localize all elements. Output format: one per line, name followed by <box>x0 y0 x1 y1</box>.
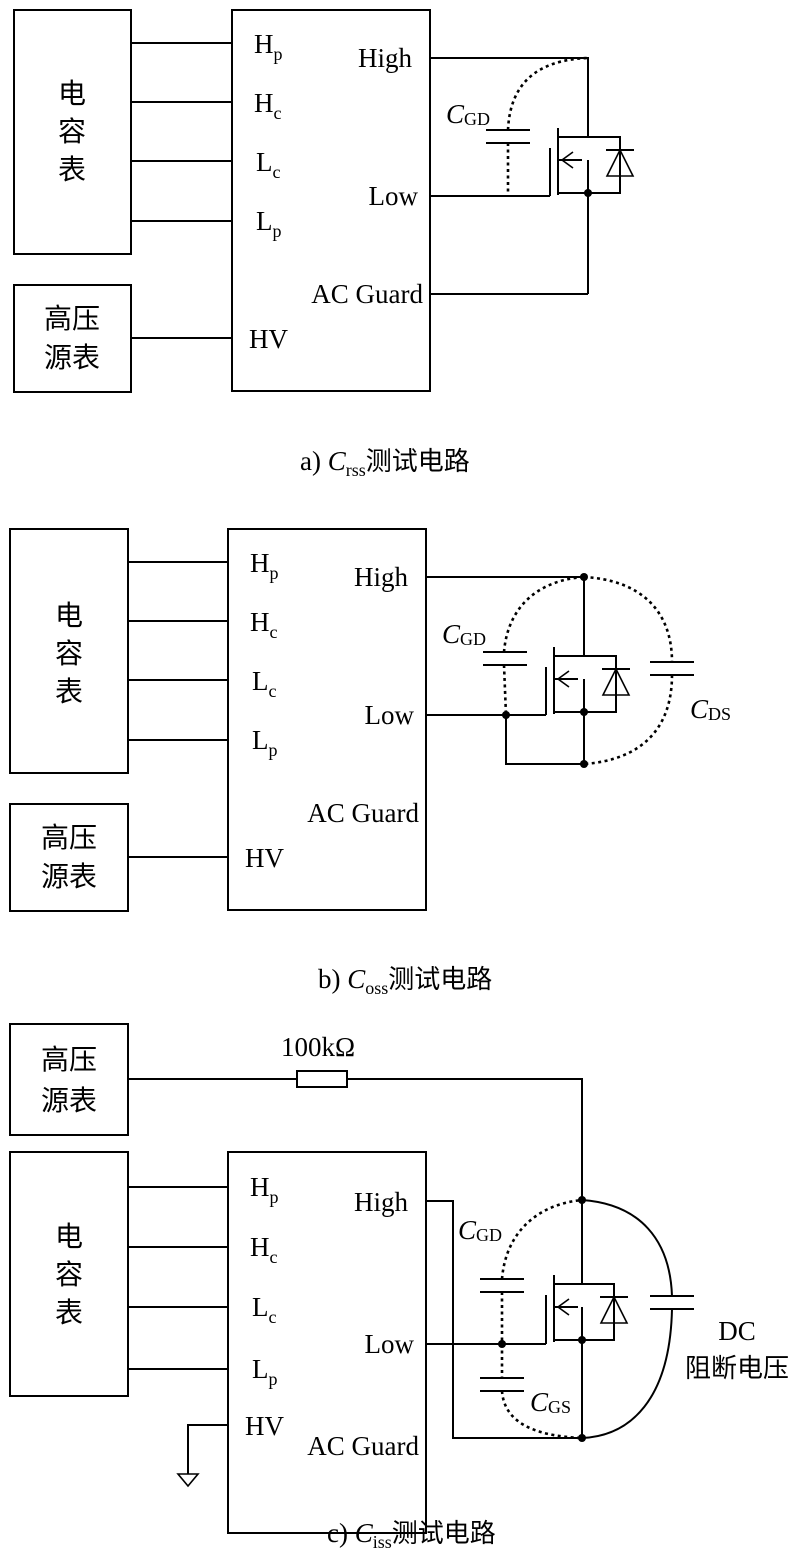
mosfet-circuit-a <box>430 56 635 295</box>
port-hp-label: Hp <box>254 29 283 64</box>
capacitance-meter-label-3: 表 <box>55 1296 83 1329</box>
port-hv-label: HV <box>245 843 284 873</box>
resistor-100k <box>296 1070 348 1088</box>
cgd-label: CGD <box>446 99 490 129</box>
resistor-label: 100kΩ <box>281 1032 355 1062</box>
hv-source-meter-label-1: 高压 <box>41 821 97 854</box>
cds-label: CDS <box>690 694 731 724</box>
capacitance-meter-label-1: 电 <box>58 77 86 110</box>
caption-b: b) Coss测试电路 <box>318 964 492 998</box>
cgd-label: CGD <box>442 619 486 649</box>
hv-source-meter-label-2: 源表 <box>44 341 100 374</box>
analyzer-box <box>227 1151 427 1534</box>
hv-source-meter-label-1: 高压 <box>41 1043 97 1076</box>
hv-source-meter-label-2: 源表 <box>41 860 97 893</box>
port-hp-label: Hp <box>250 1172 279 1207</box>
analyzer-box <box>231 9 431 392</box>
capacitance-meter-label-3: 表 <box>55 675 83 708</box>
ground-symbol <box>176 1424 228 1488</box>
diagram-c: 高压 源表 电 容 表 Hp Hc Lc Lp HV High Low AC G… <box>9 1023 789 1552</box>
terminal-high-label: High <box>354 562 409 592</box>
capacitance-meter-box <box>9 528 129 774</box>
port-hv-label: HV <box>249 324 288 354</box>
mosfet-circuit-c <box>426 1196 694 1442</box>
terminal-ac-guard-label: AC Guard <box>307 1431 419 1461</box>
terminal-ac-guard-label: AC Guard <box>311 279 423 309</box>
port-hc-label: Hc <box>250 607 278 642</box>
port-hc-label: Hc <box>254 88 282 123</box>
cgd-label: CGD <box>458 1215 502 1245</box>
capacitance-meter-label-2: 容 <box>55 1258 83 1291</box>
port-lp-label: Lp <box>256 206 282 241</box>
analyzer-box <box>227 528 427 911</box>
capacitance-meter-label-2: 容 <box>55 637 83 670</box>
dc-block-label-2: 阻断电压 <box>685 1354 789 1384</box>
caption-a: a) Crss测试电路 <box>300 446 470 480</box>
port-lp-label: Lp <box>252 1354 278 1389</box>
terminal-high-label: High <box>358 43 413 73</box>
capacitance-meter-label-2: 容 <box>58 115 86 148</box>
port-lc-label: Lc <box>252 666 277 701</box>
diagram-b: 电 容 表 高压 源表 Hp Hc Lc Lp HV High Low AC G… <box>9 528 731 998</box>
capacitance-meter-label-1: 电 <box>55 599 83 632</box>
diagram-a: 电 容 表 高压 源表 Hp Hc Lc Lp HV High Low AC G… <box>13 9 635 480</box>
cgs-label: CGS <box>530 1387 571 1417</box>
dc-block-label-1: DC <box>718 1316 756 1346</box>
hv-source-meter-label-2: 源表 <box>41 1084 97 1117</box>
terminal-low-label: Low <box>369 181 419 211</box>
terminal-low-label: Low <box>365 700 415 730</box>
port-hc-label: Hc <box>250 1232 278 1267</box>
port-lc-label: Lc <box>256 147 281 182</box>
hv-source-meter-box <box>9 1023 129 1136</box>
capacitance-meter-label-1: 电 <box>55 1220 83 1253</box>
terminal-high-label: High <box>354 1187 409 1217</box>
hv-source-meter-label-1: 高压 <box>44 302 100 335</box>
mosfet-circuit-b <box>426 573 694 768</box>
port-hp-label: Hp <box>250 548 279 583</box>
terminal-ac-guard-label: AC Guard <box>307 798 419 828</box>
capacitance-meter-box <box>13 9 132 255</box>
capacitance-meter-label-3: 表 <box>58 153 86 186</box>
port-hv-label: HV <box>245 1411 284 1441</box>
port-lp-label: Lp <box>252 725 278 760</box>
capacitance-meter-box <box>9 1151 129 1397</box>
caption-c: c) Ciss测试电路 <box>327 1518 496 1552</box>
port-lc-label: Lc <box>252 1292 277 1327</box>
terminal-low-label: Low <box>365 1329 415 1359</box>
